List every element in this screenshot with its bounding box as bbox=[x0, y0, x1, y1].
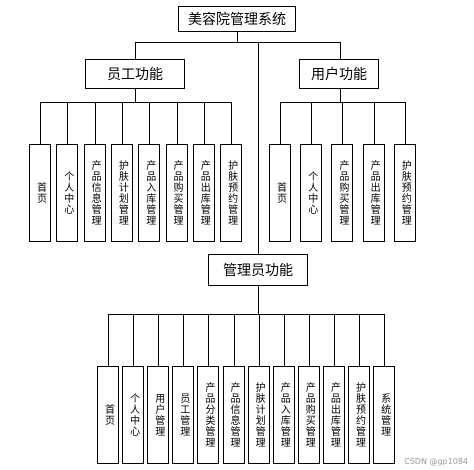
admin-label: 管理员功能 bbox=[223, 263, 293, 279]
admin-function-box: 个人中心 bbox=[122, 366, 145, 464]
admin-function-box: 系统管理 bbox=[373, 366, 396, 464]
employee-function-box: 产品入库管理 bbox=[138, 144, 161, 242]
admin-leaf-drop bbox=[258, 314, 260, 366]
root-label: 美容院管理系统 bbox=[188, 12, 286, 28]
emp-leaf-drop bbox=[121, 102, 123, 144]
admin-function-label: 个人中心 bbox=[127, 393, 139, 437]
root-stem bbox=[237, 32, 238, 42]
admin-function-label: 员工管理 bbox=[177, 393, 189, 437]
employee-function-label: 个人中心 bbox=[61, 171, 73, 215]
employee-function-label: 产品信息管理 bbox=[89, 160, 101, 226]
employee-label: 员工功能 bbox=[107, 67, 163, 83]
group-box-employee: 员工功能 bbox=[85, 59, 185, 89]
employee-function-label: 产品购买管理 bbox=[171, 160, 182, 226]
emp-stem bbox=[135, 89, 136, 102]
employee-function-box: 护肤计划管理 bbox=[110, 144, 133, 242]
admin-function-label: 系统管理 bbox=[378, 393, 390, 437]
user-leaf-drop bbox=[404, 102, 406, 144]
user-drop bbox=[340, 42, 341, 59]
admin-leaf-drop bbox=[283, 314, 285, 366]
admin-leaf-drop bbox=[158, 314, 160, 366]
user-leaf-drop bbox=[342, 102, 344, 144]
employee-function-box: 产品购买管理 bbox=[165, 144, 188, 242]
admin-function-label: 首页 bbox=[102, 404, 114, 426]
admin-function-box: 产品入库管理 bbox=[272, 366, 295, 464]
admin-function-box: 用户管理 bbox=[147, 366, 170, 464]
admin-leaf-drop bbox=[183, 314, 185, 366]
emp-leaf-drop bbox=[40, 102, 41, 144]
group-box-admin: 管理员功能 bbox=[208, 254, 308, 286]
admin-function-box: 首页 bbox=[97, 366, 119, 464]
user-label: 用户功能 bbox=[311, 67, 367, 83]
admin-function-label: 产品出库管理 bbox=[328, 382, 340, 448]
user-function-label: 产品购买管理 bbox=[336, 160, 348, 226]
admin-function-box: 产品信息管理 bbox=[222, 366, 245, 464]
group-box-user: 用户功能 bbox=[299, 59, 379, 89]
emp-leaf-drop bbox=[176, 102, 178, 144]
user-leaf-drop bbox=[373, 102, 375, 144]
employee-function-label: 护肤计划管理 bbox=[116, 160, 128, 226]
admin-function-label: 产品信息管理 bbox=[228, 382, 239, 448]
user-function-box: 个人中心 bbox=[300, 144, 323, 242]
user-function-label: 护肤预约管理 bbox=[399, 160, 411, 226]
watermark: CSDN @gp1084 bbox=[404, 457, 468, 466]
admin-spine bbox=[258, 42, 259, 254]
admin-leaf-drop bbox=[333, 314, 335, 366]
admin-function-box: 产品购买管理 bbox=[297, 366, 320, 464]
user-function-label: 首页 bbox=[274, 182, 286, 204]
admin-function-box: 员工管理 bbox=[172, 366, 195, 464]
admin-function-box: 护肤预约管理 bbox=[348, 366, 370, 464]
user-function-box: 首页 bbox=[269, 144, 291, 242]
employee-function-box: 产品出库管理 bbox=[192, 144, 215, 242]
admin-function-label: 产品入库管理 bbox=[278, 382, 290, 448]
admin-leaf-drop bbox=[108, 314, 109, 366]
user-stem bbox=[340, 89, 341, 102]
employee-function-label: 产品入库管理 bbox=[143, 160, 155, 226]
employee-function-label: 首页 bbox=[34, 182, 46, 204]
admin-function-label: 产品分类管理 bbox=[202, 382, 214, 448]
emp-leaf-drop bbox=[94, 102, 96, 144]
admin-leaf-drop bbox=[384, 314, 386, 366]
employee-function-box: 个人中心 bbox=[56, 144, 79, 242]
employee-function-box: 护肤预约管理 bbox=[220, 144, 243, 242]
emp-bus bbox=[40, 102, 232, 103]
user-function-box: 产品出库管理 bbox=[362, 144, 385, 242]
emp-drop bbox=[135, 42, 136, 59]
employee-function-box: 产品信息管理 bbox=[83, 144, 106, 242]
employee-function-box: 首页 bbox=[29, 144, 51, 242]
admin-leaf-drop bbox=[308, 314, 310, 366]
admin-function-box: 产品出库管理 bbox=[322, 366, 345, 464]
admin-function-box: 护肤计划管理 bbox=[247, 366, 270, 464]
admin-leaf-drop bbox=[133, 314, 135, 366]
emp-leaf-drop bbox=[203, 102, 205, 144]
emp-leaf-drop bbox=[231, 102, 233, 144]
user-function-box: 产品购买管理 bbox=[331, 144, 354, 242]
top-bus bbox=[135, 42, 341, 43]
admin-leaf-drop bbox=[233, 314, 235, 366]
admin-function-label: 护肤计划管理 bbox=[253, 382, 265, 448]
root-box-system: 美容院管理系统 bbox=[178, 6, 296, 32]
employee-function-label: 护肤预约管理 bbox=[225, 160, 237, 226]
user-leaf-drop bbox=[280, 102, 281, 144]
user-function-label: 产品出库管理 bbox=[368, 160, 380, 226]
user-function-label: 个人中心 bbox=[305, 171, 317, 215]
user-leaf-drop bbox=[311, 102, 313, 144]
emp-leaf-drop bbox=[67, 102, 69, 144]
user-function-box: 护肤预约管理 bbox=[393, 144, 416, 242]
employee-function-label: 产品出库管理 bbox=[198, 160, 210, 226]
admin-leaf-drop bbox=[208, 314, 210, 366]
emp-leaf-drop bbox=[149, 102, 151, 144]
admin-stem bbox=[258, 286, 259, 314]
admin-function-label: 产品购买管理 bbox=[303, 382, 315, 448]
admin-bus bbox=[108, 314, 385, 315]
admin-function-label: 护肤预约管理 bbox=[353, 382, 365, 448]
admin-function-box: 产品分类管理 bbox=[197, 366, 220, 464]
admin-function-label: 用户管理 bbox=[152, 393, 164, 437]
admin-leaf-drop bbox=[359, 314, 360, 366]
